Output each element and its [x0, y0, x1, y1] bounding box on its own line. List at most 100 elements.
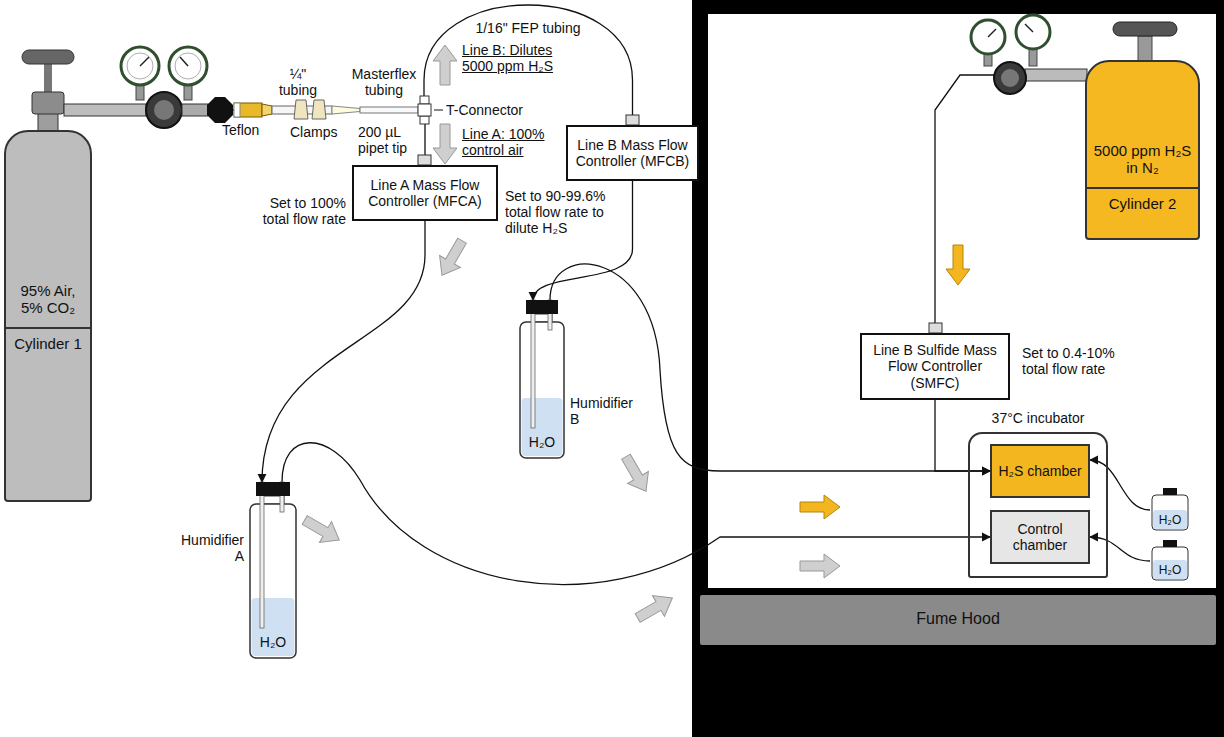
cylinder-name: Cylinder 1	[6, 327, 90, 352]
t-connector	[418, 96, 431, 124]
exposure-chamber: Control chamber	[990, 510, 1090, 564]
pressure-regulator	[1001, 69, 1019, 87]
pressure-regulator	[182, 104, 208, 116]
flow-arrow	[800, 554, 840, 578]
bottle-outline	[1152, 495, 1188, 530]
leader-line	[434, 110, 443, 111]
cylinder-name: Cylinder 2	[1087, 187, 1198, 212]
tubing-connector	[935, 400, 990, 471]
flow-arrow	[632, 588, 679, 629]
bottle-outline	[522, 398, 563, 456]
label-anchor: 1/16" FEP tubing	[473, 20, 583, 36]
flow-arrow	[299, 45, 840, 628]
label-anchor: Set to 0.4-10% total flow rate	[1022, 345, 1134, 377]
tubing-connector	[935, 75, 1085, 333]
mfc-fitting	[626, 115, 639, 125]
control-knob	[207, 97, 233, 123]
cylinder-valve	[64, 104, 146, 116]
pressure-gauge	[121, 47, 207, 85]
brass-fitting	[234, 103, 262, 117]
part-label: 1/16" FEP tubing	[473, 20, 583, 36]
cylinder-valve	[38, 112, 58, 132]
sulfide-flow-arrow	[800, 495, 840, 519]
mass-flow-controller: Line A Mass Flow Controller (MFCA)	[352, 165, 498, 221]
label-anchor: ¼" tubing	[272, 66, 324, 98]
bottle-outline	[1153, 510, 1187, 529]
bottle-outline	[256, 482, 290, 496]
mfc-fitting	[418, 115, 942, 333]
flow-arrow	[433, 45, 457, 85]
flow-arrow	[432, 235, 473, 282]
bottle-outline	[248, 482, 298, 660]
water-label: H₂O	[529, 434, 555, 450]
incubator-label: 37°C incubator	[992, 410, 1085, 426]
bottle-outline	[250, 504, 296, 658]
pressure-regulator	[994, 62, 1026, 94]
bottle-outline	[1163, 540, 1177, 547]
bottle-outline	[1153, 560, 1187, 579]
cylinder-contents: 5000 ppm H₂S in N₂	[1087, 142, 1198, 177]
gas-cylinder: 95% Air, 5% CO₂Cylinder 1	[4, 130, 92, 502]
bottle-outline	[252, 598, 295, 656]
exposure-chamber: H₂S chamber	[990, 444, 1090, 498]
t-connector	[420, 96, 429, 104]
pressure-regulator	[154, 100, 174, 120]
tube-clamp	[294, 100, 326, 119]
brass-fitting	[234, 103, 272, 117]
part-label: Set to 0.4-10% total flow rate	[1022, 345, 1134, 377]
mfc-fitting	[929, 323, 942, 333]
pressure-regulator	[146, 92, 182, 128]
cylinder-valve	[1138, 36, 1152, 62]
tubing-connector	[282, 443, 990, 585]
bottle-outline	[526, 300, 558, 314]
humidifier-bottle: Humidifier BH₂O	[518, 300, 566, 460]
pipet-tip	[332, 106, 360, 114]
part-label: Line B: Dilutes 5000 ppm H₂S	[462, 42, 562, 74]
pressure-gauge	[988, 29, 996, 37]
part-label: Line A: 100% control air	[462, 126, 562, 158]
water-label: H₂O	[1159, 514, 1182, 528]
flow-arrow	[433, 124, 457, 164]
brass-fitting	[234, 103, 240, 117]
incubator: 37°C incubatorH₂S chamberControl chamber	[968, 432, 1108, 578]
cylinder-valve	[1113, 22, 1177, 36]
tubing-connector	[48, 110, 425, 165]
water-trap-bottle: H₂O	[1150, 488, 1190, 532]
label-anchor: 200 µL pipet tip	[358, 124, 420, 156]
humidifier-label: Humidifier A	[170, 532, 244, 564]
label-anchor: Teflon	[222, 122, 282, 138]
bottle-outline	[520, 322, 564, 458]
pressure-gauge	[140, 57, 149, 66]
tubing-connector	[48, 5, 633, 130]
pressure-gauge	[175, 53, 201, 79]
water-label: H₂O	[260, 634, 286, 650]
label-anchor: Masterflex tubing	[346, 66, 422, 98]
label-anchor: Clamps	[290, 124, 350, 140]
cylinder-valve	[1025, 69, 1087, 81]
label-anchor: Line A: 100% control air	[462, 126, 562, 158]
cylinder-valve	[22, 50, 74, 64]
label-anchor: Set to 100% total flow rate	[250, 195, 346, 227]
water-trap-bottle: H₂O	[1150, 540, 1190, 582]
fume-hood-interior	[708, 14, 1216, 588]
masterflex-tube	[360, 107, 418, 113]
pressure-regulator	[136, 84, 208, 128]
tube-clamp	[294, 100, 308, 119]
tubing-connector	[1090, 460, 1150, 510]
cylinder-valve	[44, 64, 52, 92]
fume-hood: Fume Hood5000 ppm H₂S in N₂Cylinder 2Lin…	[692, 0, 1224, 737]
chamber-label: Control chamber	[996, 521, 1084, 553]
pressure-gauge	[971, 20, 1005, 54]
humidifier-label: Humidifier B	[570, 395, 644, 427]
controller-label: Line A Mass Flow Controller (MFCA)	[360, 177, 490, 209]
bottle-outline	[1163, 488, 1177, 495]
part-label: T-Connector	[446, 102, 546, 118]
pressure-gauge	[121, 47, 159, 85]
mass-flow-controller: Line B Sulfide Mass Flow Controller (SMF…	[860, 333, 1010, 400]
fume-hood-frame	[692, 0, 1224, 737]
tube-clamp	[312, 100, 326, 119]
part-label: ¼" tubing	[272, 66, 324, 98]
controller-label: Line B Mass Flow Controller (MFCB)	[574, 137, 691, 169]
bottle-outline	[260, 482, 264, 628]
flow-arrow	[299, 510, 346, 551]
